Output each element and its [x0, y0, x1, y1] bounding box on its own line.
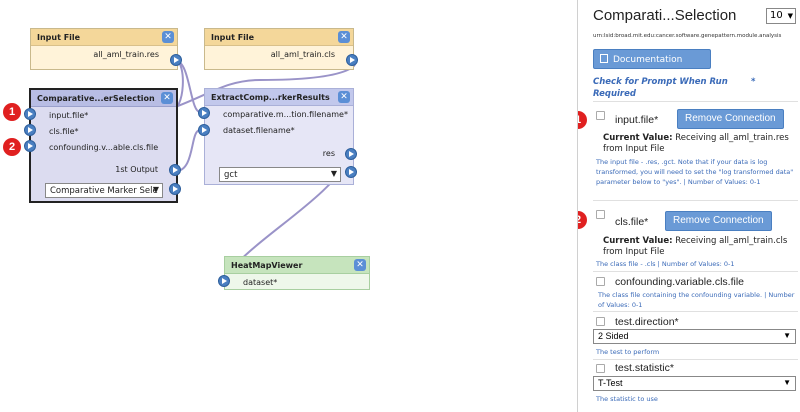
test-direction-select[interactable]: 2 Sided▼	[593, 329, 796, 344]
description-input-file: The input file - .res, .gct. Note that i…	[596, 158, 794, 186]
description-test-statistic: The statistic to use	[596, 395, 658, 403]
module-name: Comparati...Selection	[593, 7, 737, 24]
remove-connection-button-input-file[interactable]: Remove Connection	[677, 109, 784, 129]
description-confounding: The class file containing the confoundin…	[598, 291, 795, 309]
output-label: res	[322, 149, 335, 158]
module-title: Comparative...erSelection	[37, 94, 155, 103]
required-star: *	[751, 77, 756, 87]
input-label-dataset: dataset*	[243, 278, 278, 287]
input-file-module-2[interactable]: Input File ✕ all_aml_train.cls	[204, 28, 358, 70]
input-file-module-1[interactable]: Input File ✕ all_aml_train.res	[30, 28, 182, 70]
output-label: all_aml_train.cls	[270, 50, 335, 59]
callout-badge-1: 1	[578, 111, 587, 129]
output-format-select[interactable]: Comparative Marker Sele▼	[45, 183, 163, 198]
current-value-cls-file: Current Value: Receiving all_aml_train.c…	[603, 236, 788, 257]
callout-badge-2: 2	[578, 211, 587, 229]
output-format-select[interactable]: gct▼	[219, 167, 341, 182]
output-label: 1st Output	[115, 165, 158, 174]
version-select[interactable]: 10▼	[766, 8, 796, 24]
prompt-checkbox-test-direction[interactable]	[596, 317, 605, 326]
param-name-confounding: confounding.variable.cls.file	[615, 276, 744, 288]
chevron-down-icon: ▼	[330, 169, 337, 178]
description-cls-file: The class file - .cls | Number of Values…	[596, 260, 735, 268]
input-label-cls-file: cls.file*	[49, 127, 79, 136]
input-label-confounding: confounding.v...able.cls.file	[49, 143, 159, 152]
chevron-down-icon: ▼	[783, 378, 791, 387]
input-port-icon[interactable]	[218, 275, 230, 287]
heatmap-viewer-module[interactable]: HeatMapViewer ✕ dataset*	[218, 256, 370, 290]
close-icon[interactable]: ✕	[354, 259, 366, 271]
prompt-checkbox-cls-file[interactable]	[596, 210, 605, 219]
output-port-icon[interactable]	[169, 183, 181, 195]
module-title: HeatMapViewer	[231, 261, 303, 270]
param-name-test-statistic: test.statistic*	[615, 362, 674, 374]
input-port-icon[interactable]	[24, 140, 36, 152]
param-name-input-file: input.file*	[615, 114, 659, 126]
prompt-checkbox-confounding[interactable]	[596, 277, 605, 286]
documentation-button[interactable]: Documentation	[593, 49, 711, 69]
input-port-icon[interactable]	[24, 124, 36, 136]
current-value-input-file: Current Value: Receiving all_aml_train.r…	[603, 133, 789, 154]
close-icon[interactable]: ✕	[162, 31, 174, 43]
output-label: all_aml_train.res	[93, 50, 159, 59]
output-port-icon[interactable]	[169, 164, 181, 176]
callout-badge-2: 2	[3, 138, 21, 156]
test-statistic-select[interactable]: T-Test▼	[593, 376, 796, 391]
prompt-checkbox-test-statistic[interactable]	[596, 364, 605, 373]
input-port-icon[interactable]	[198, 124, 210, 136]
input-label-comparative: comparative.m...tion.filename*	[223, 110, 348, 119]
chevron-down-icon: ▼	[787, 12, 793, 20]
pipeline-canvas[interactable]: Input File ✕ all_aml_train.res Input Fil…	[0, 0, 575, 412]
module-urn: urn:lsid:broad.mit.edu:cancer.software.g…	[593, 33, 782, 39]
close-icon[interactable]: ✕	[338, 91, 350, 103]
input-label-dataset: dataset.filename*	[223, 126, 295, 135]
input-label-input-file: input.file*	[49, 111, 89, 120]
module-title: Input File	[211, 33, 255, 42]
output-port-icon[interactable]	[346, 54, 358, 66]
remove-connection-button-cls-file[interactable]: Remove Connection	[665, 211, 772, 231]
output-port-icon[interactable]	[345, 166, 357, 178]
callout-badge-1: 1	[3, 103, 21, 121]
module-title: ExtractComp...rkerResults	[211, 93, 330, 102]
chevron-down-icon: ▼	[152, 185, 159, 194]
properties-panel: Comparati...Selection 10▼ urn:lsid:broad…	[577, 0, 800, 412]
param-name-test-direction: test.direction*	[615, 316, 679, 328]
chevron-down-icon: ▼	[783, 331, 791, 340]
close-icon[interactable]: ✕	[338, 31, 350, 43]
prompt-checkbox-input-file[interactable]	[596, 111, 605, 120]
description-test-direction: The test to perform	[596, 348, 660, 356]
input-port-icon[interactable]	[198, 107, 210, 119]
output-port-icon[interactable]	[345, 148, 357, 160]
module-title: Input File	[37, 33, 81, 42]
comparative-marker-selection-module[interactable]: Comparative...erSelection ✕ input.file* …	[24, 88, 181, 203]
prompt-when-run-header: Check for Prompt When Run Required *	[593, 77, 756, 99]
document-icon	[600, 54, 608, 63]
close-icon[interactable]: ✕	[161, 92, 173, 104]
extract-marker-results-module[interactable]: ExtractComp...rkerResults ✕ comparative.…	[198, 88, 357, 185]
param-name-cls-file: cls.file*	[615, 216, 649, 228]
output-port-icon[interactable]	[170, 54, 182, 66]
input-port-icon[interactable]	[24, 108, 36, 120]
